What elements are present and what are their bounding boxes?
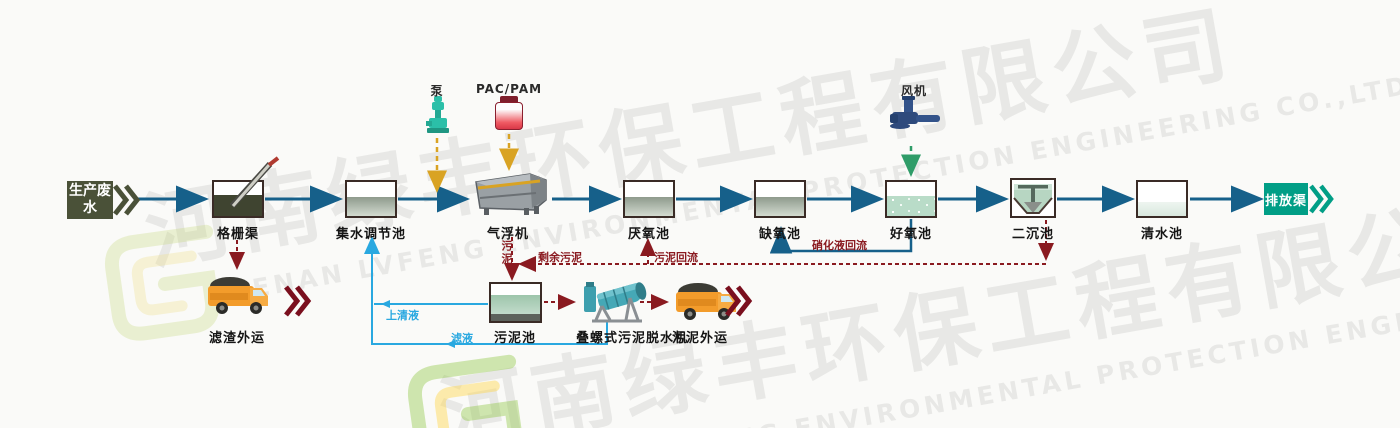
daf-machine-label: 气浮机 [486, 227, 529, 242]
anaerobic-tank-label: 厌氧池 [627, 227, 670, 242]
sludge-return-label: 污泥回流 [654, 251, 698, 264]
supernatant-arrowhead [381, 300, 390, 308]
dewater-machine-icon [584, 282, 647, 323]
grid-channel-label: 格栅渠 [216, 227, 259, 242]
secondary-clarifier-tank [1010, 178, 1056, 218]
screen-truck-icon [208, 277, 268, 314]
regulating-tank-label: 集水调节池 [335, 227, 406, 242]
influent-chevrons-icon [113, 184, 141, 216]
effluent-box: 排放渠 [1264, 183, 1308, 215]
anoxic-tank-liquid [756, 197, 804, 216]
sludge-tank-sediment [491, 313, 540, 321]
blower-icon [890, 96, 940, 129]
grid-channel-tank [212, 180, 264, 218]
screen-rake-icon [229, 156, 280, 209]
influent-box: 生产废水 [67, 181, 113, 219]
sludge-tank-label: 污泥池 [493, 331, 536, 346]
excess-sludge-label: 剩余污泥 [538, 251, 582, 264]
sludge-truck-chevrons-icon [725, 285, 753, 317]
filtrate-arrowhead [446, 340, 455, 348]
secondary-clarifier-label: 二沉池 [1011, 227, 1054, 242]
sludge-flow-label: 污泥 [500, 240, 513, 266]
clear-water-tank [1136, 180, 1188, 218]
regulating-tank-liquid [347, 197, 395, 216]
clear-water-liquid [1138, 201, 1186, 216]
daf-machine-icon [475, 173, 547, 215]
sludge-lines [229, 220, 1054, 310]
aerobic-tank-liquid [887, 196, 935, 216]
nitrate-return-line [769, 219, 913, 254]
anoxic-tank [754, 180, 806, 218]
filtrate-label: 滤液 [451, 332, 473, 345]
dewater-machine-label: 叠螺式污泥脱水机 [575, 331, 688, 346]
blower-label: 风机 [900, 84, 927, 98]
pump-label: 泵 [430, 84, 444, 98]
regulating-tank [345, 180, 397, 218]
dosing-bottle-icon [495, 96, 523, 132]
dosing-label: PAC/PAM [475, 82, 543, 96]
screen-truck-chevrons-icon [284, 285, 312, 317]
clear-water-tank-label: 清水池 [1140, 227, 1183, 242]
aerobic-tank-label: 好氧池 [889, 227, 932, 242]
effluent-chevrons-icon [1309, 184, 1334, 214]
screen-truck-label: 滤渣外运 [208, 331, 265, 346]
grid-channel-liquid [214, 194, 262, 216]
sludge-tank [489, 282, 542, 323]
anaerobic-tank [623, 180, 675, 218]
aerobic-tank [885, 180, 937, 218]
nitrate-return-label: 硝化液回流 [812, 239, 867, 252]
pump-icon [426, 96, 449, 133]
sludge-truck-icon [676, 283, 736, 320]
sludge-truck-label: 污泥外运 [671, 331, 728, 346]
clarifier-internals [1013, 184, 1053, 214]
anaerobic-tank-liquid [625, 197, 673, 216]
supernatant-label: 上清液 [386, 309, 419, 322]
